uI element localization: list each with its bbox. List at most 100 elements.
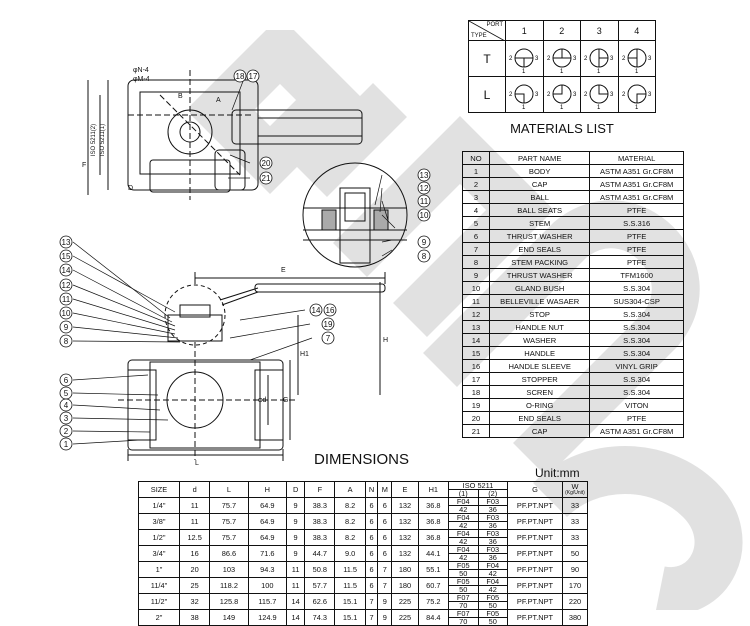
- dimensions-cell: 62.6: [304, 593, 336, 610]
- dimensions-cell: 75.7: [209, 497, 249, 514]
- dimensions-cell: 1": [138, 561, 180, 578]
- callout-r16: 16: [326, 306, 335, 315]
- materials-cell-material: ASTM A351 Gr.CF8M: [589, 190, 684, 204]
- dim-header-h1: H1: [417, 481, 450, 498]
- dimensions-cell: 6: [377, 529, 393, 546]
- materials-cell-no: 21: [462, 424, 490, 438]
- materials-cell-no: 5: [462, 216, 490, 230]
- materials-cell-part: BODY: [488, 164, 591, 178]
- materials-cell-part: END SEALS: [488, 242, 591, 256]
- materials-cell-part: STOPPER: [488, 372, 591, 386]
- dimensions-cell: 220: [562, 593, 588, 610]
- materials-cell-material: ASTM A351 Gr.CF8M: [589, 177, 684, 191]
- svg-text:2: 2: [509, 92, 513, 98]
- materials-cell-no: 18: [462, 385, 490, 399]
- materials-cell-part: CAP: [488, 177, 591, 191]
- materials-cell-material: VINYL GRIP: [589, 359, 684, 373]
- callout-18: 18: [236, 72, 245, 81]
- materials-header-material: MATERIAL: [589, 151, 684, 165]
- port-header-3: 3: [580, 20, 619, 41]
- svg-text:1: 1: [635, 105, 639, 109]
- callout-21: 21: [262, 174, 271, 183]
- dim-header-h: H: [247, 481, 288, 498]
- materials-cell-no: 8: [462, 255, 490, 269]
- materials-cell-material: S.S.304: [589, 307, 684, 321]
- dimensions-cell: 64.9: [247, 529, 288, 546]
- dimensions-cell: PF.PT.NPT: [507, 545, 563, 562]
- dimensions-cell: 11.5: [334, 577, 366, 594]
- materials-cell-no: 7: [462, 242, 490, 256]
- dimensions-cell: 38.3: [304, 529, 336, 546]
- callout-4: 4: [64, 401, 69, 410]
- dimensions-cell: 9: [377, 593, 393, 610]
- materials-cell-part: O-RING: [488, 398, 591, 412]
- dimensions-cell: 6: [364, 561, 379, 578]
- svg-text:1: 1: [522, 69, 526, 73]
- dimensions-cell: 125.8: [209, 593, 249, 610]
- callout-13: 13: [62, 238, 71, 247]
- dimensions-cell: PF.PT.NPT: [507, 497, 563, 514]
- dimensions-cell: 180: [391, 577, 419, 594]
- materials-cell-part: END SEALS: [488, 411, 591, 425]
- dimensions-cell: 132: [391, 529, 419, 546]
- dimensions-cell: 1/4": [138, 497, 180, 514]
- dim-header-n: N: [364, 481, 379, 498]
- dim-header-g: G: [507, 481, 563, 498]
- materials-cell-part: STEM PACKING: [488, 255, 591, 269]
- dimensions-cell: 71.6: [247, 545, 288, 562]
- materials-cell-material: S.S.304: [589, 385, 684, 399]
- label-b: B: [178, 93, 183, 100]
- callout-d13: 13: [420, 171, 429, 180]
- materials-cell-material: PTFE: [589, 242, 684, 256]
- dimensions-cell: PF.PT.NPT: [507, 561, 563, 578]
- callout-9: 9: [64, 323, 69, 332]
- label-e: E: [281, 267, 286, 274]
- dimensions-cell: 11/2": [138, 593, 180, 610]
- materials-cell-material: PTFE: [589, 203, 684, 217]
- materials-cell-part: STOP: [488, 307, 591, 321]
- svg-text:2: 2: [509, 56, 513, 62]
- dimensions-cell: 118.2: [209, 577, 249, 594]
- svg-text:3: 3: [573, 92, 577, 98]
- materials-cell-material: S.S.304: [589, 372, 684, 386]
- label-f: F: [82, 162, 86, 169]
- label-phi-n: φN-4: [133, 67, 149, 74]
- dimensions-cell: 90: [562, 561, 588, 578]
- dimensions-cell: 33: [562, 529, 588, 546]
- materials-cell-material: S.S.304: [589, 320, 684, 334]
- materials-cell-part: THRUST WASHER: [488, 229, 591, 243]
- materials-cell-no: 13: [462, 320, 490, 334]
- dimensions-cell: 14: [286, 593, 306, 610]
- materials-cell-part: BELLEVILLE WASAER: [488, 294, 591, 308]
- callout-r7: 7: [326, 334, 331, 343]
- materials-cell-no: 10: [462, 281, 490, 295]
- materials-cell-material: TFM1600: [589, 268, 684, 282]
- materials-cell-no: 17: [462, 372, 490, 386]
- materials-cell-no: 15: [462, 346, 490, 360]
- materials-cell-part: SCREN: [488, 385, 591, 399]
- dimensions-cell: 60.7: [417, 577, 450, 594]
- dim-header-iso: ISO 5211 (1)(2): [448, 481, 508, 498]
- dimensions-cell: 75.7: [209, 513, 249, 530]
- materials-cell-part: HANDLE SLEEVE: [488, 359, 591, 373]
- svg-text:1: 1: [560, 69, 564, 73]
- svg-text:3: 3: [535, 56, 539, 62]
- dimensions-cell: 16: [178, 545, 211, 562]
- callouts-detail: 13 12 11 10 9 8: [417, 168, 431, 263]
- type-l-label: L: [468, 76, 506, 113]
- stem-detail-circle: [302, 162, 408, 268]
- label-h1: H1: [300, 351, 309, 358]
